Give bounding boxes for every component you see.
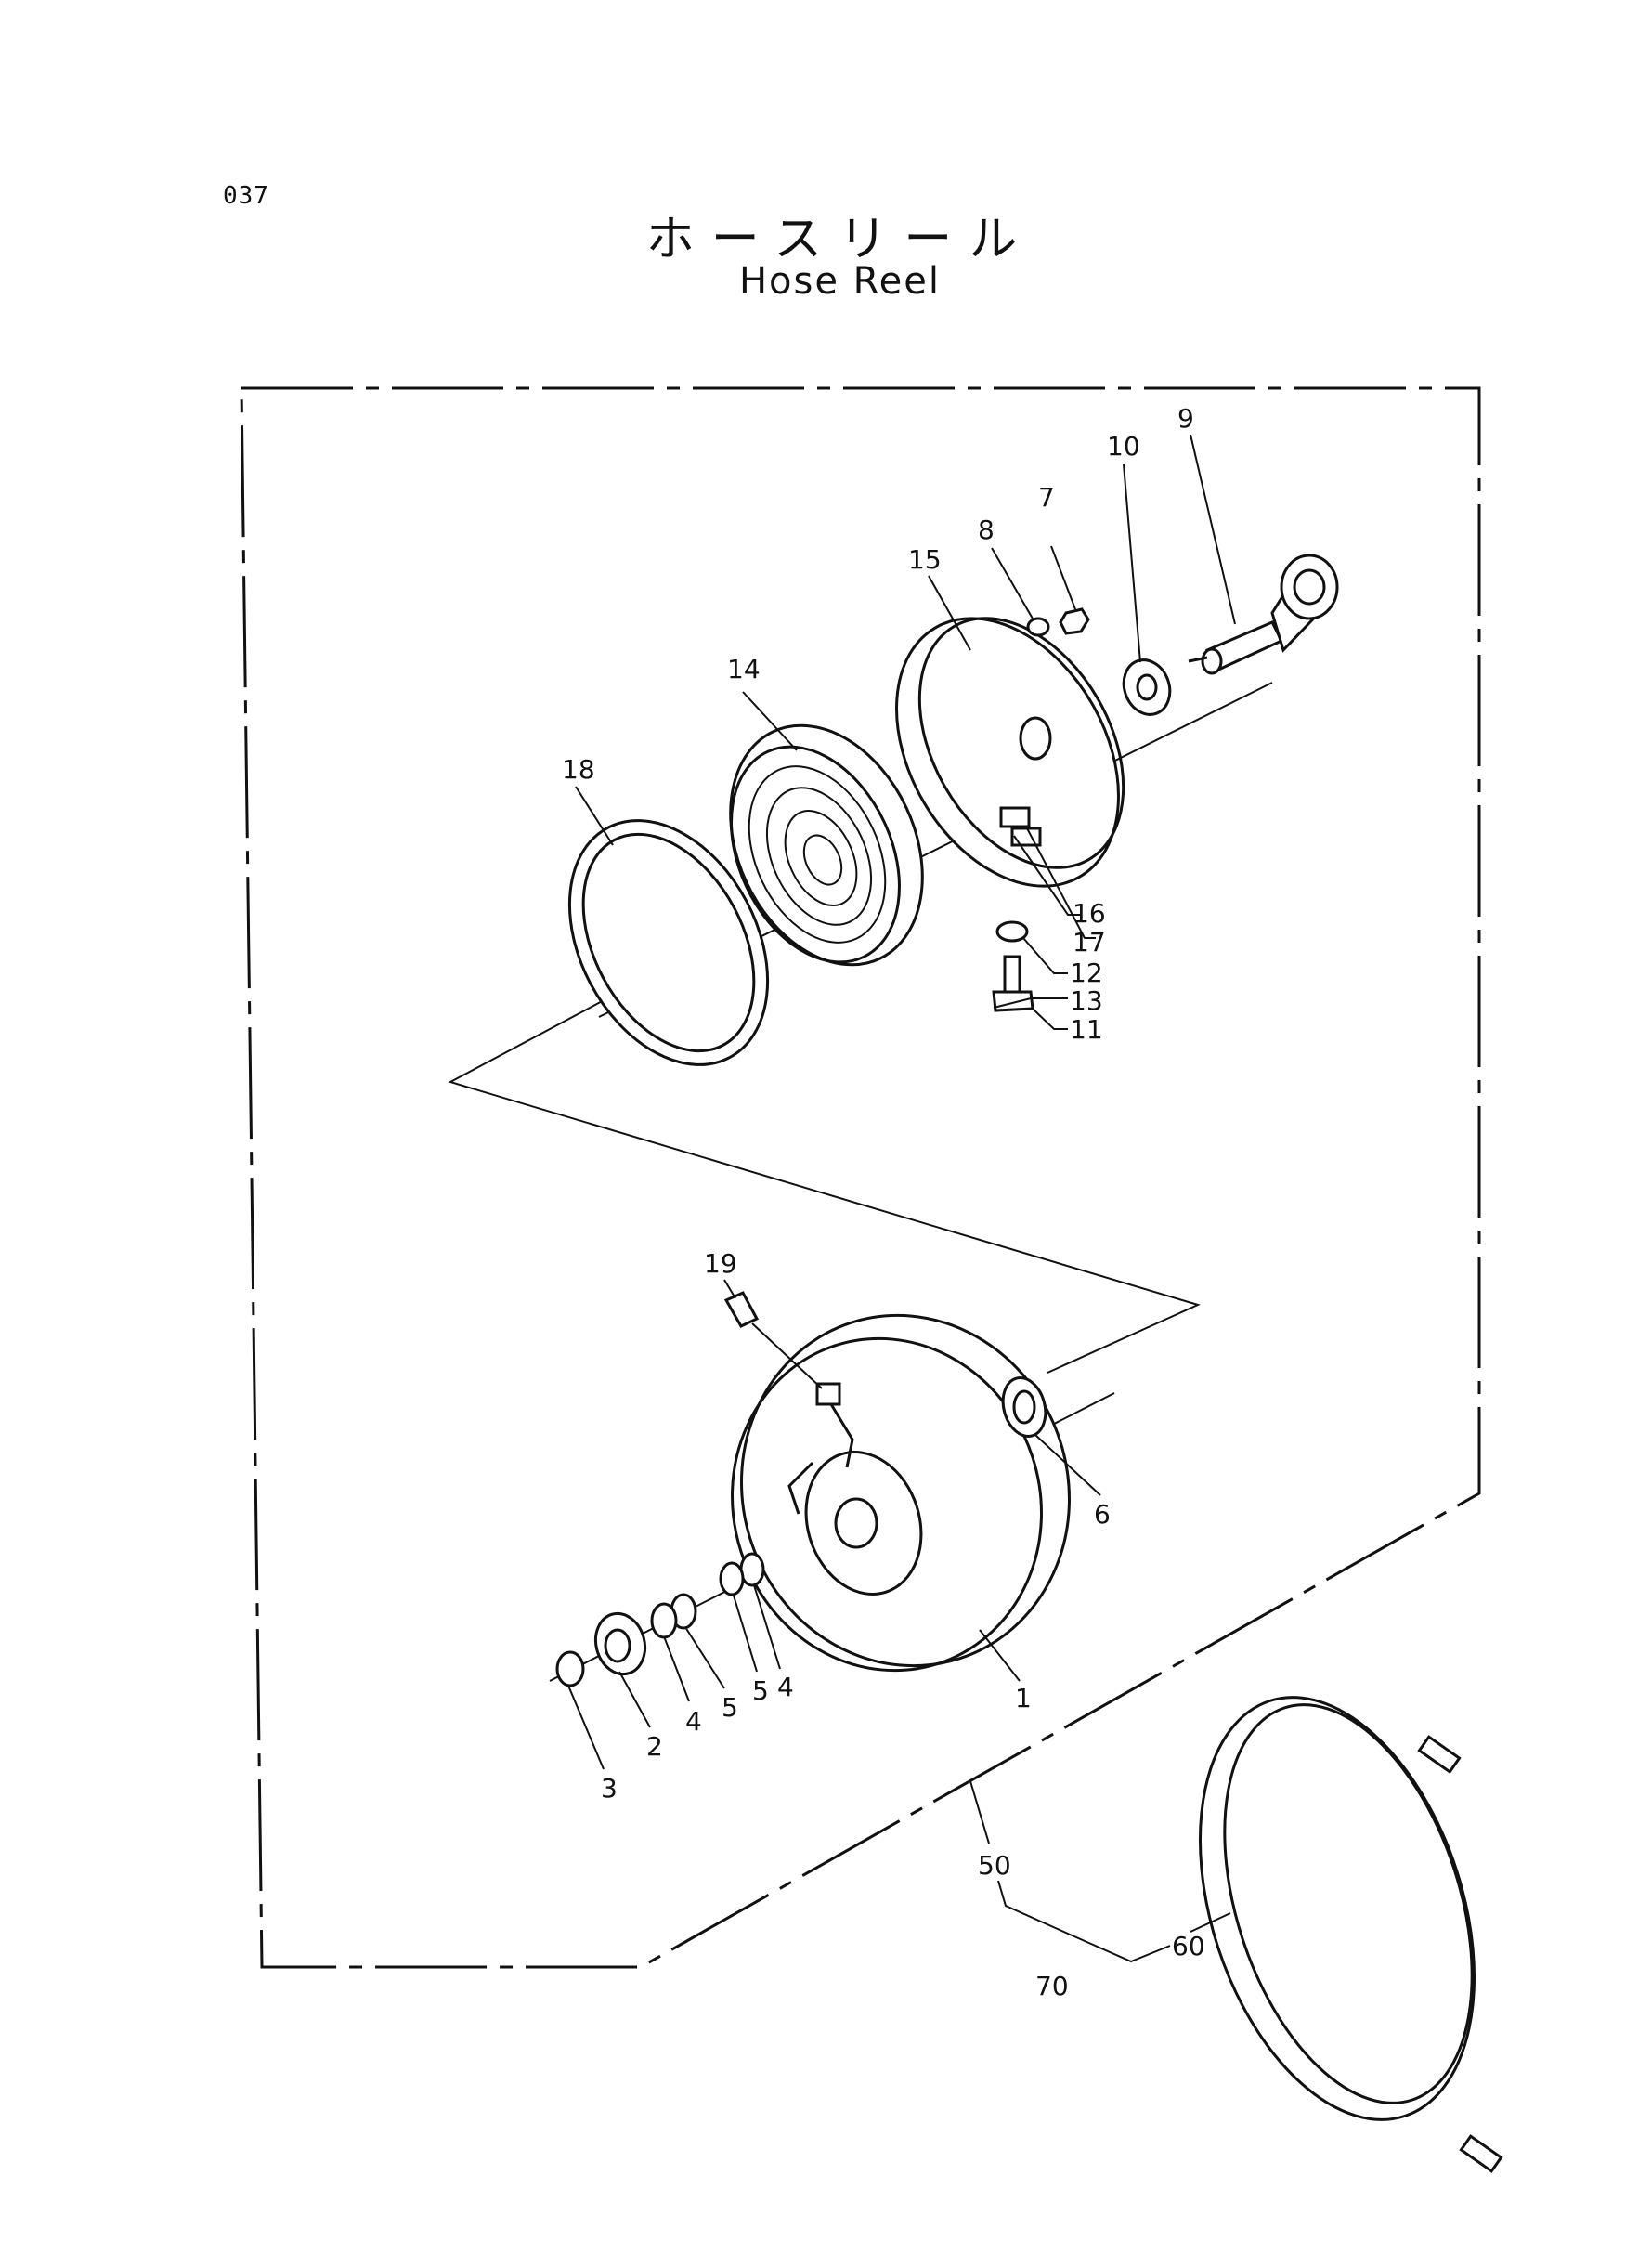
label-1: 1 (1015, 1683, 1032, 1713)
label-2: 2 (646, 1731, 663, 1762)
label-60: 60 (1172, 1931, 1205, 1961)
page-number: 037 (223, 182, 269, 210)
part-14-spiral-spring (729, 723, 924, 967)
label-70: 70 (1035, 1971, 1069, 2001)
title-japanese: ホースリール (645, 212, 1034, 267)
part-1-reel-drum (731, 1313, 1071, 1673)
label-4a: 4 (685, 1706, 702, 1737)
part-4-ring-inner (739, 1552, 765, 1587)
label-15: 15 (908, 544, 942, 575)
label-4b: 4 (777, 1672, 794, 1702)
label-12: 12 (1070, 958, 1103, 988)
part-19-fitting (723, 1291, 823, 1389)
label-13: 13 (1070, 985, 1103, 1016)
part-4-ring (650, 1602, 678, 1639)
label-16: 16 (1073, 898, 1106, 929)
label-10: 10 (1107, 431, 1140, 462)
label-8: 8 (978, 515, 995, 545)
part-3-snap-ring (555, 1650, 585, 1687)
label-3: 3 (601, 1773, 618, 1804)
title-english: Hose Reel (738, 260, 942, 303)
part-5-ring-inner (719, 1561, 745, 1596)
part-18-seal-ring (567, 819, 770, 1066)
part-12-washer (995, 920, 1029, 943)
leader-lines (567, 434, 1236, 1963)
part-60-hose (1198, 1696, 1503, 2173)
assembly-frame (240, 386, 1481, 1969)
part-8-washer (1026, 617, 1050, 637)
label-14: 14 (727, 654, 761, 684)
label-7: 7 (1038, 482, 1055, 513)
part-6-bearing (1001, 1376, 1047, 1438)
label-17: 17 (1073, 927, 1106, 958)
connector-line (448, 928, 1201, 1374)
part-2-bearing (593, 1611, 647, 1676)
label-9: 9 (1177, 403, 1194, 434)
part-10-washer (1122, 658, 1172, 716)
label-11: 11 (1070, 1014, 1103, 1045)
label-18: 18 (562, 754, 595, 785)
part-7-nut (1059, 607, 1090, 635)
label-50: 50 (978, 1850, 1011, 1881)
label-19: 19 (704, 1248, 737, 1279)
label-5b: 5 (752, 1675, 769, 1706)
label-6: 6 (1094, 1499, 1111, 1530)
part-9-shaft (1188, 554, 1339, 675)
label-5a: 5 (722, 1692, 738, 1723)
part-15-cover (895, 617, 1125, 888)
